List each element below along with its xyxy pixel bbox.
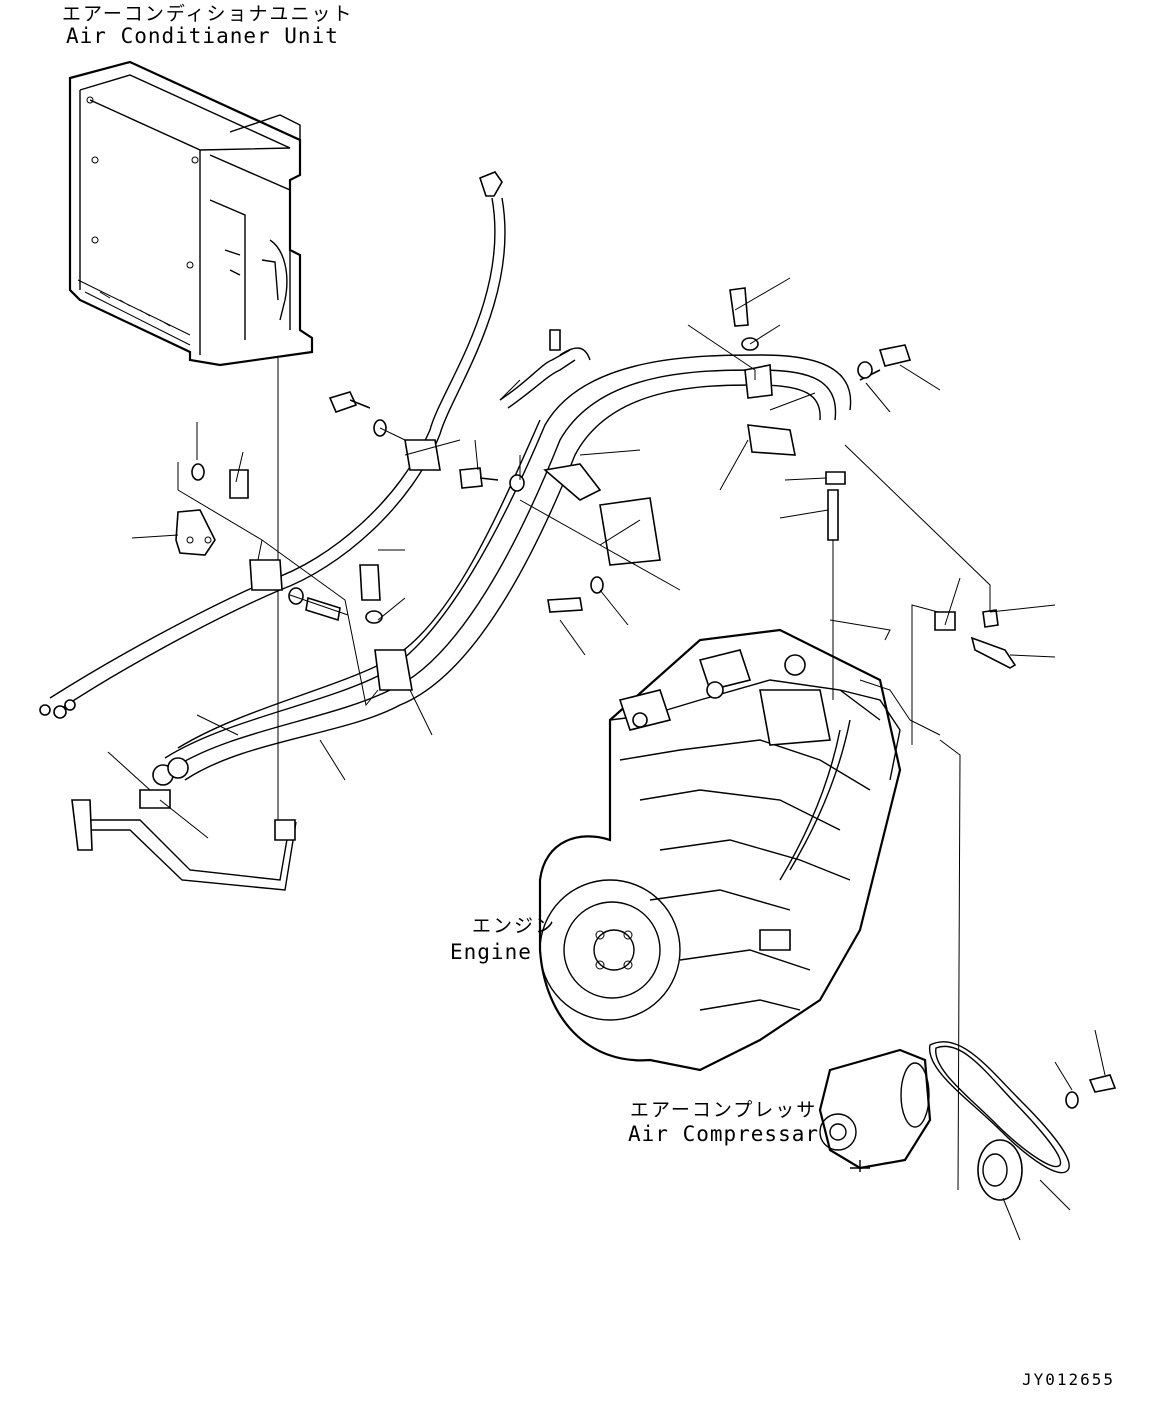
short-hose xyxy=(499,329,591,409)
air-compressor-drawing xyxy=(818,1048,932,1172)
ac-unit-label-en: Air Conditianer Unit xyxy=(66,24,339,48)
ac-unit-label-jp: エアーコンディショナユニット xyxy=(62,3,354,25)
engine-label-jp: エンジン xyxy=(472,915,557,937)
liquid-tube xyxy=(71,799,297,891)
engine-drawing xyxy=(538,619,941,1072)
mounting-hardware xyxy=(139,287,1017,809)
drive-belt-and-pulley xyxy=(929,1041,1117,1201)
suction-hose xyxy=(152,354,852,786)
leader-lines xyxy=(107,277,1106,1241)
air-conditioner-unit-drawing xyxy=(68,60,314,367)
discharge-hose xyxy=(39,171,506,719)
engine-label-en: Engine xyxy=(450,940,532,964)
drawing-code: JY012655 xyxy=(1021,1370,1115,1389)
compressor-label-en: Air Compressar xyxy=(628,1122,820,1146)
compressor-label-jp: エアーコンプレッサ xyxy=(630,1099,818,1121)
